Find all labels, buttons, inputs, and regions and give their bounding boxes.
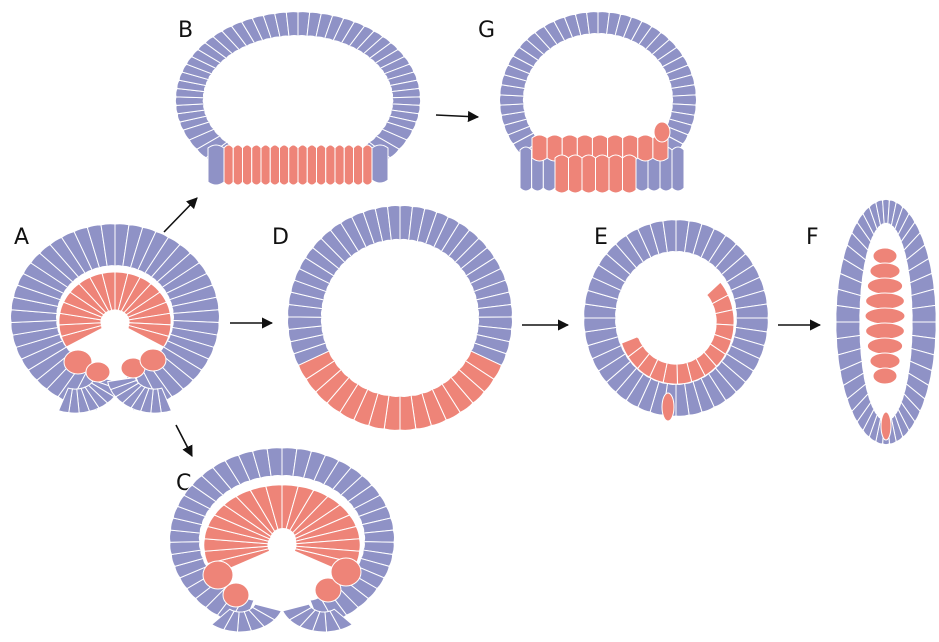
endoderm-cell <box>307 145 316 185</box>
embryo-a <box>11 224 220 413</box>
endoderm-cell <box>870 263 900 279</box>
endoderm-cell <box>233 145 242 185</box>
ectoderm-cell <box>372 145 388 183</box>
arrow-a-to-c <box>176 425 192 456</box>
endoderm-cell <box>870 353 900 369</box>
endoderm-cell <box>582 155 596 193</box>
endoderm-cell <box>280 145 289 185</box>
endoderm-cell <box>873 248 897 264</box>
endoderm-cell <box>865 308 905 324</box>
endoderm-cell <box>354 145 363 185</box>
panel-label-a: A <box>14 225 29 250</box>
endoderm-cell <box>317 145 326 185</box>
endoderm-cell <box>140 349 166 371</box>
endoderm-cell <box>662 393 674 421</box>
endoderm-cell <box>289 145 298 185</box>
endoderm-cell <box>569 155 583 193</box>
panel-label-g: G <box>478 18 495 43</box>
ectoderm-cell <box>208 145 224 185</box>
ectoderm-cell <box>912 305 936 322</box>
embryo-c <box>170 448 395 632</box>
endoderm-cell <box>344 145 353 185</box>
endoderm-cell <box>638 135 653 161</box>
endoderm-cell <box>331 558 361 586</box>
endoderm-cell <box>596 155 610 193</box>
endoderm-cell <box>223 583 249 607</box>
endoderm-cell <box>270 145 279 185</box>
endoderm-cell <box>86 362 110 382</box>
embryo-d <box>288 206 513 431</box>
endoderm-cell <box>866 293 905 309</box>
endoderm-cell <box>654 122 670 142</box>
embryo-e <box>584 220 769 421</box>
panel-label-b: B <box>178 18 193 43</box>
panel-label-f: F <box>806 225 819 250</box>
endoderm-cell <box>873 368 897 384</box>
panel-label-d: D <box>272 225 289 250</box>
endoderm-cell <box>326 145 335 185</box>
endoderm-cell <box>224 145 233 185</box>
ectoderm-cell <box>836 322 860 339</box>
endoderm-cell <box>298 145 307 185</box>
embryo-f <box>836 199 936 444</box>
endoderm-cell <box>867 278 902 294</box>
embryo-g <box>499 12 696 193</box>
endoderm-cell <box>609 155 623 193</box>
endoderm-cell <box>243 145 252 185</box>
endoderm-cell <box>623 155 637 193</box>
endoderm-cell <box>881 412 891 440</box>
lumen <box>624 278 700 346</box>
lumen <box>270 528 296 552</box>
endoderm-cell <box>867 338 902 354</box>
endoderm-cell <box>866 323 905 339</box>
endoderm-cell <box>252 145 261 185</box>
arrow-a-to-b <box>164 198 197 232</box>
endoderm-cell <box>363 145 372 185</box>
ectoderm-cell <box>672 147 684 191</box>
lumen <box>101 313 129 337</box>
endoderm-cell <box>335 145 344 185</box>
embryo-b <box>175 12 420 185</box>
endoderm-cell <box>555 155 569 193</box>
ectoderm-cell <box>520 147 532 191</box>
endoderm-cell <box>532 135 547 161</box>
ectoderm-cell <box>175 97 204 105</box>
endoderm-cell <box>261 145 270 185</box>
arrow-b-to-g <box>436 115 478 117</box>
panel-label-e: E <box>594 225 608 250</box>
